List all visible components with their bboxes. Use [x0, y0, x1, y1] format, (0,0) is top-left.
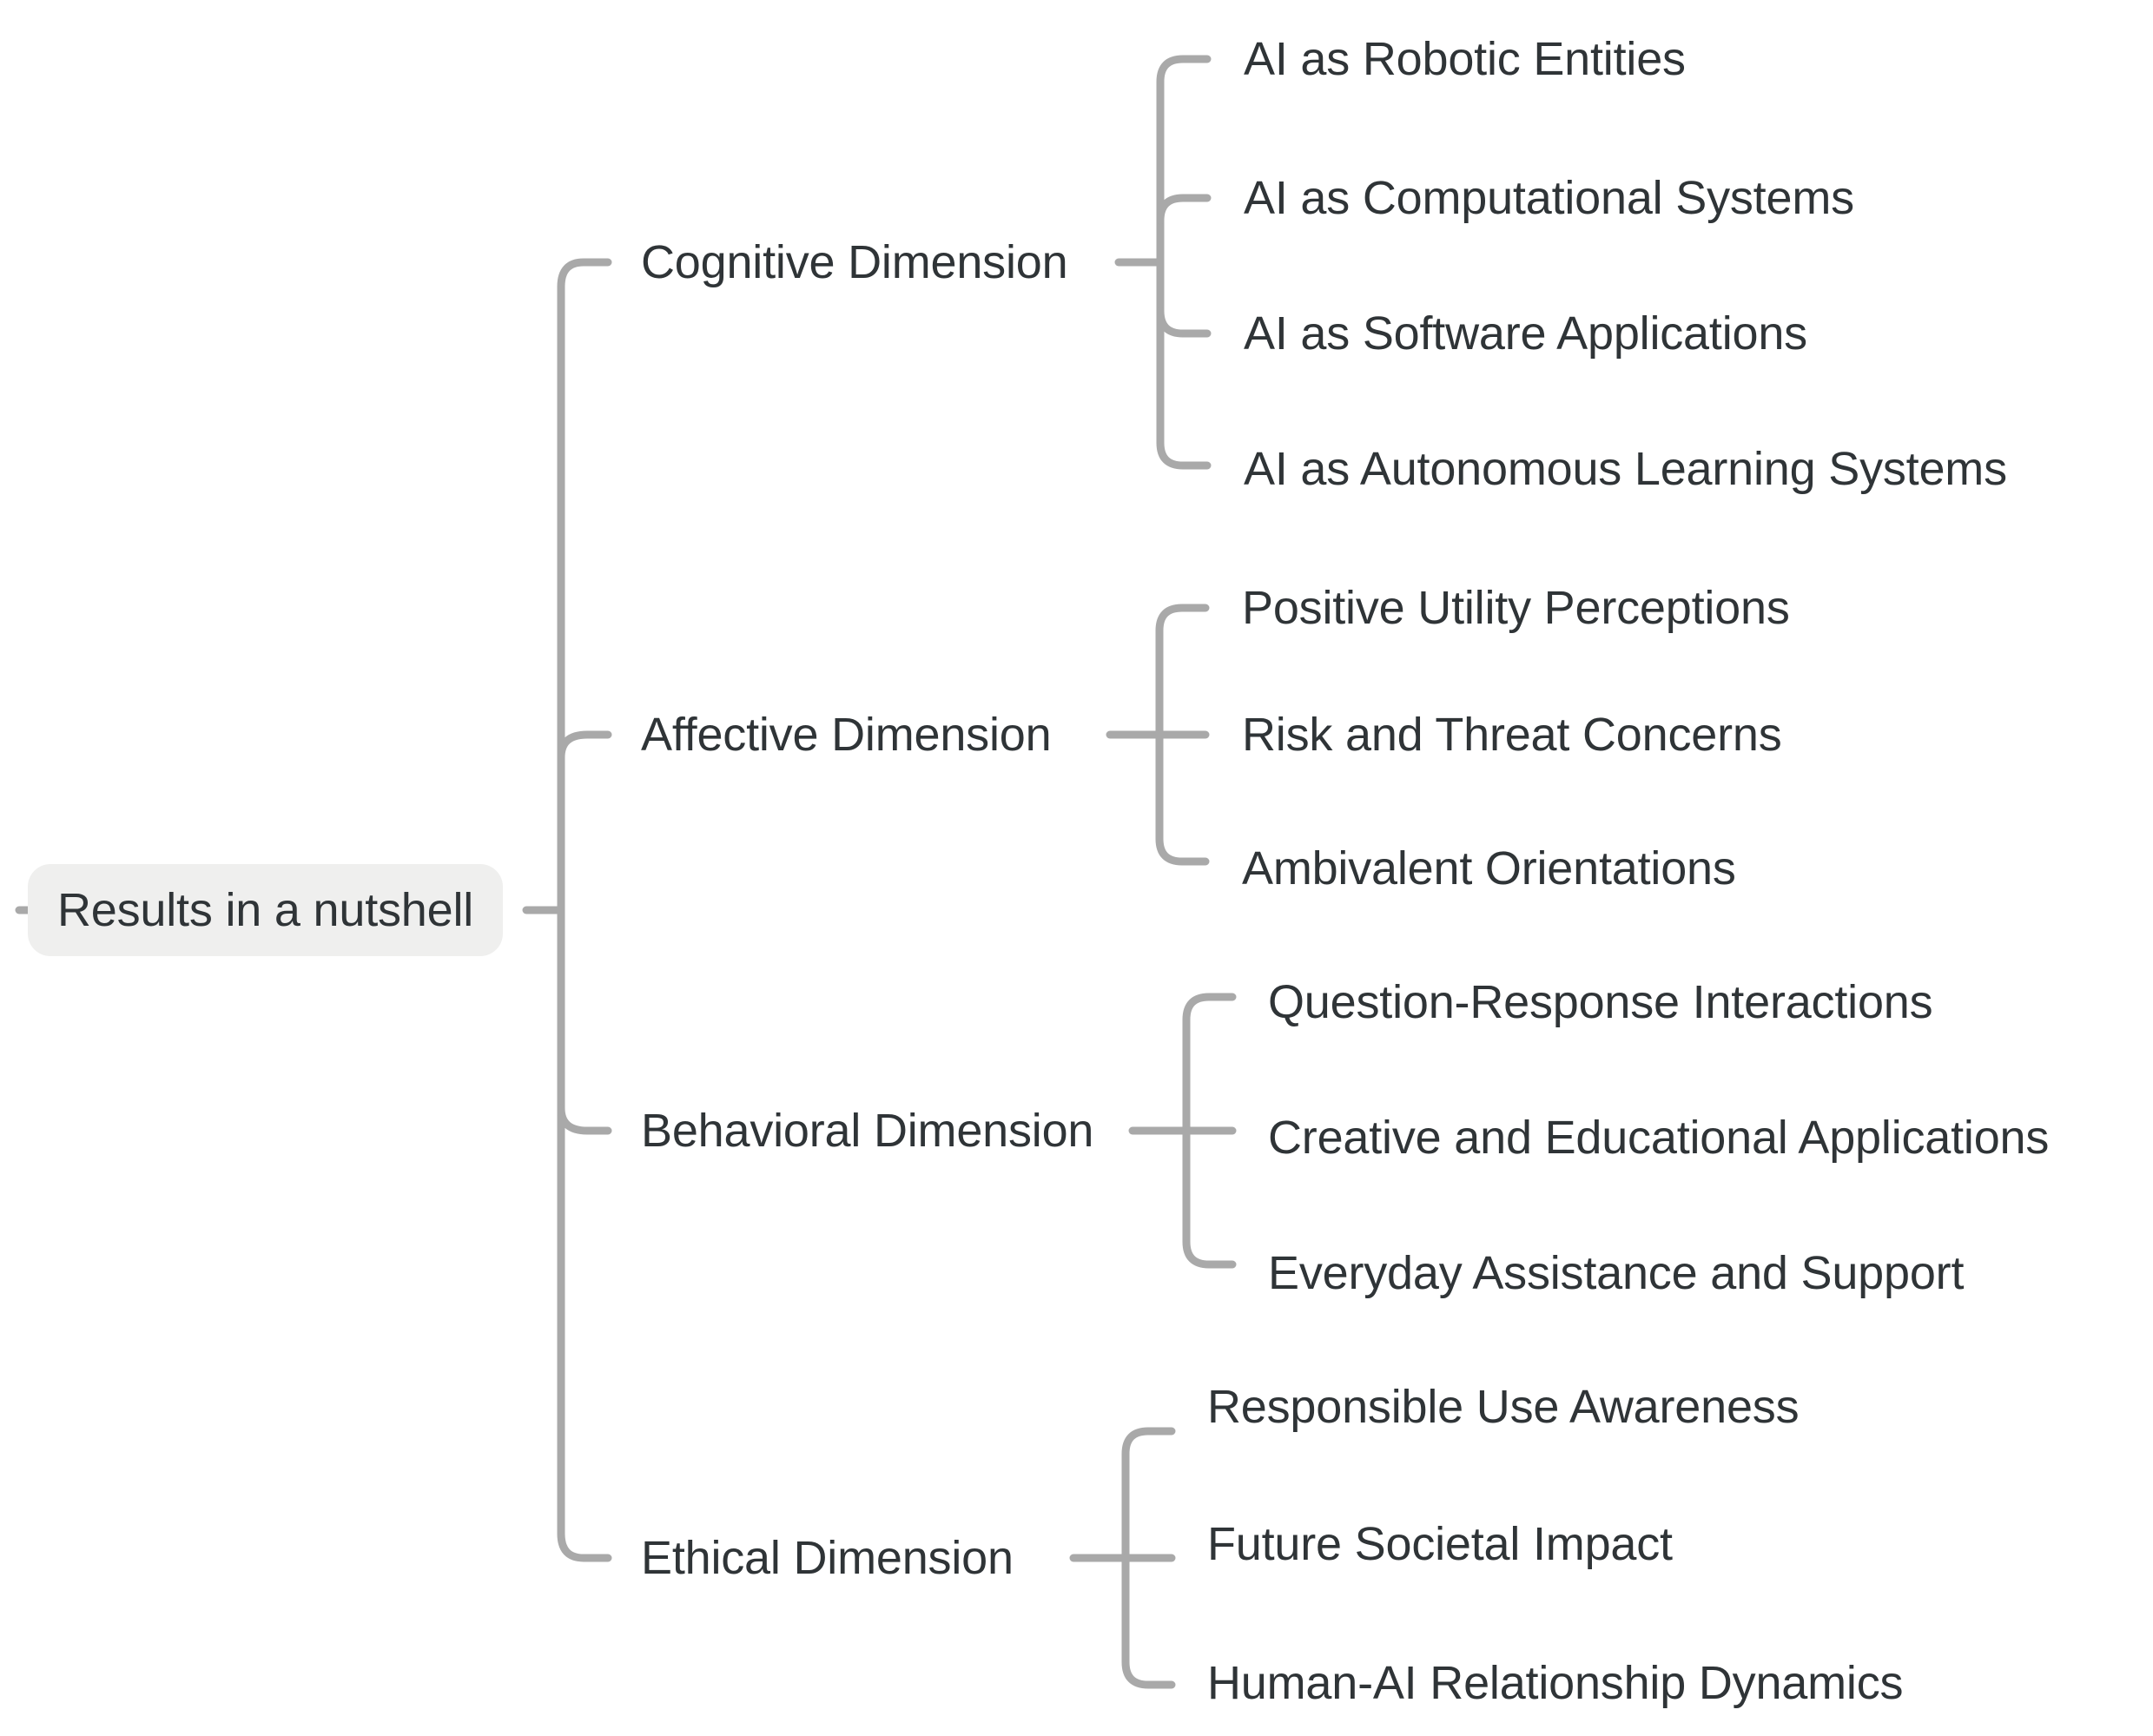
trunk-to-affective: [557, 730, 612, 762]
leaf-everyday-assistance-and-support[interactable]: Everyday Assistance and Support: [1268, 1247, 1965, 1299]
leaf-ai-as-autonomous-learning-systems[interactable]: AI as Autonomous Learning Systems: [1244, 443, 2007, 495]
leaf-future-societal-impact[interactable]: Future Societal Impact: [1207, 1518, 1673, 1570]
leaf-ai-as-robotic-entities[interactable]: AI as Robotic Entities: [1244, 33, 1686, 85]
leaf-ai-as-computational-systems[interactable]: AI as Computational Systems: [1244, 172, 1854, 224]
cognitive-sub-3: [1156, 307, 1212, 338]
behavioral-sub-outer: [1182, 993, 1237, 1269]
branch-ethical-dimension[interactable]: Ethical Dimension: [641, 1532, 1014, 1584]
branch-behavioral-dimension[interactable]: Behavioral Dimension: [641, 1105, 1094, 1157]
branch-affective-dimension[interactable]: Affective Dimension: [641, 709, 1052, 761]
leaf-risk-and-threat-concerns[interactable]: Risk and Threat Concerns: [1242, 709, 1782, 761]
trunk-outer: [557, 258, 612, 1562]
leaf-responsible-use-awareness[interactable]: Responsible Use Awareness: [1207, 1381, 1800, 1433]
affective-sub-outer: [1155, 604, 1210, 866]
leaf-human-ai-relationship-dynamics[interactable]: Human-AI Relationship Dynamics: [1207, 1657, 1904, 1709]
trunk-to-behavioral: [557, 1104, 612, 1135]
leaf-ambivalent-orientations[interactable]: Ambivalent Orientations: [1242, 842, 1736, 894]
leaf-creative-and-educational-applications[interactable]: Creative and Educational Applications: [1268, 1112, 2050, 1164]
cognitive-sub-outer: [1156, 55, 1212, 470]
leaf-question-response-interactions[interactable]: Question-Response Interactions: [1268, 976, 1933, 1028]
root-node[interactable]: Results in a nutshell: [28, 864, 504, 956]
root-node-label: Results in a nutshell: [57, 884, 474, 936]
branch-cognitive-dimension[interactable]: Cognitive Dimension: [641, 236, 1068, 288]
cognitive-sub-2: [1156, 194, 1212, 225]
leaf-positive-utility-perceptions[interactable]: Positive Utility Perceptions: [1242, 582, 1790, 634]
leaf-ai-as-software-applications[interactable]: AI as Software Applications: [1244, 307, 1807, 360]
ethical-sub-outer: [1121, 1427, 1176, 1689]
